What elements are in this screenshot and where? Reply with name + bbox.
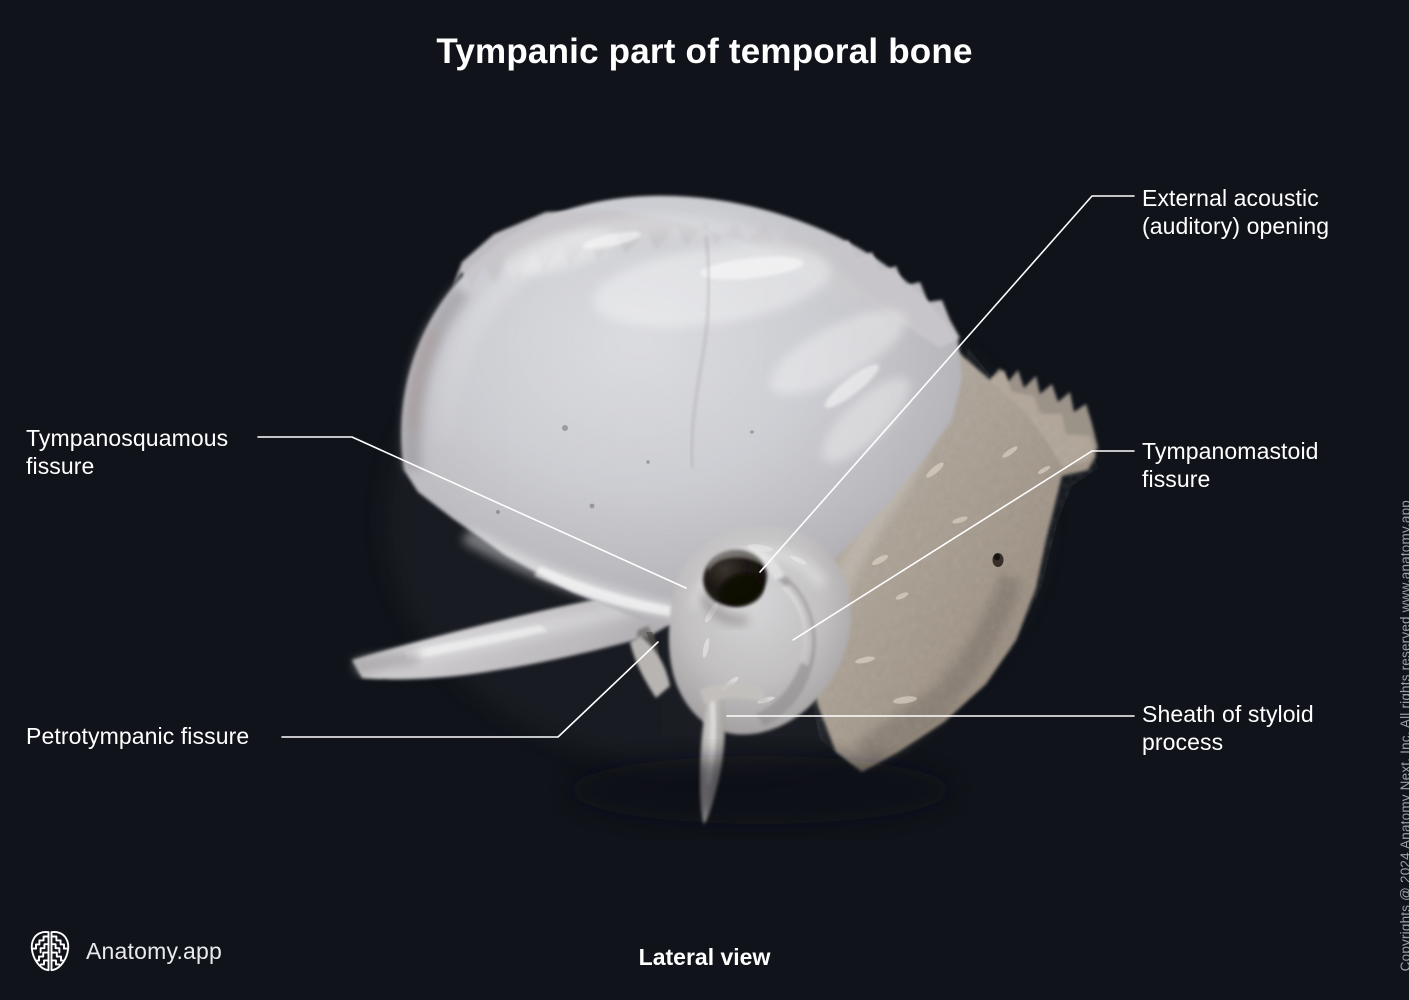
copyright-notice: Copyrights @ 2024 Anatomy Next, Inc. All… bbox=[1397, 500, 1409, 972]
label-petrotympanic-fissure: Petrotympanic fissure bbox=[26, 723, 250, 749]
label-external-acoustic-opening: External acoustic (auditory) opening bbox=[1142, 185, 1330, 239]
leader-tympanosquamous bbox=[257, 436, 687, 589]
label-tympanosquamous-fissure: Tympanosquamous fissure bbox=[26, 425, 229, 479]
brand-name: Anatomy.app bbox=[86, 937, 223, 964]
brain-icon bbox=[30, 931, 70, 972]
brand-logo[interactable]: Anatomy.app bbox=[28, 928, 222, 974]
page-title: Tympanic part of temporal bone bbox=[436, 32, 973, 71]
leader-external-acoustic bbox=[759, 195, 1135, 573]
view-caption: Lateral view bbox=[638, 944, 771, 970]
leader-petrotympanic bbox=[281, 641, 659, 738]
label-sheath-of-styloid-process: Sheath of styloid process bbox=[1142, 701, 1314, 755]
leader-tympanomastoid bbox=[792, 450, 1135, 641]
label-tympanomastoid-fissure: Tympanomastoid fissure bbox=[1142, 438, 1319, 492]
